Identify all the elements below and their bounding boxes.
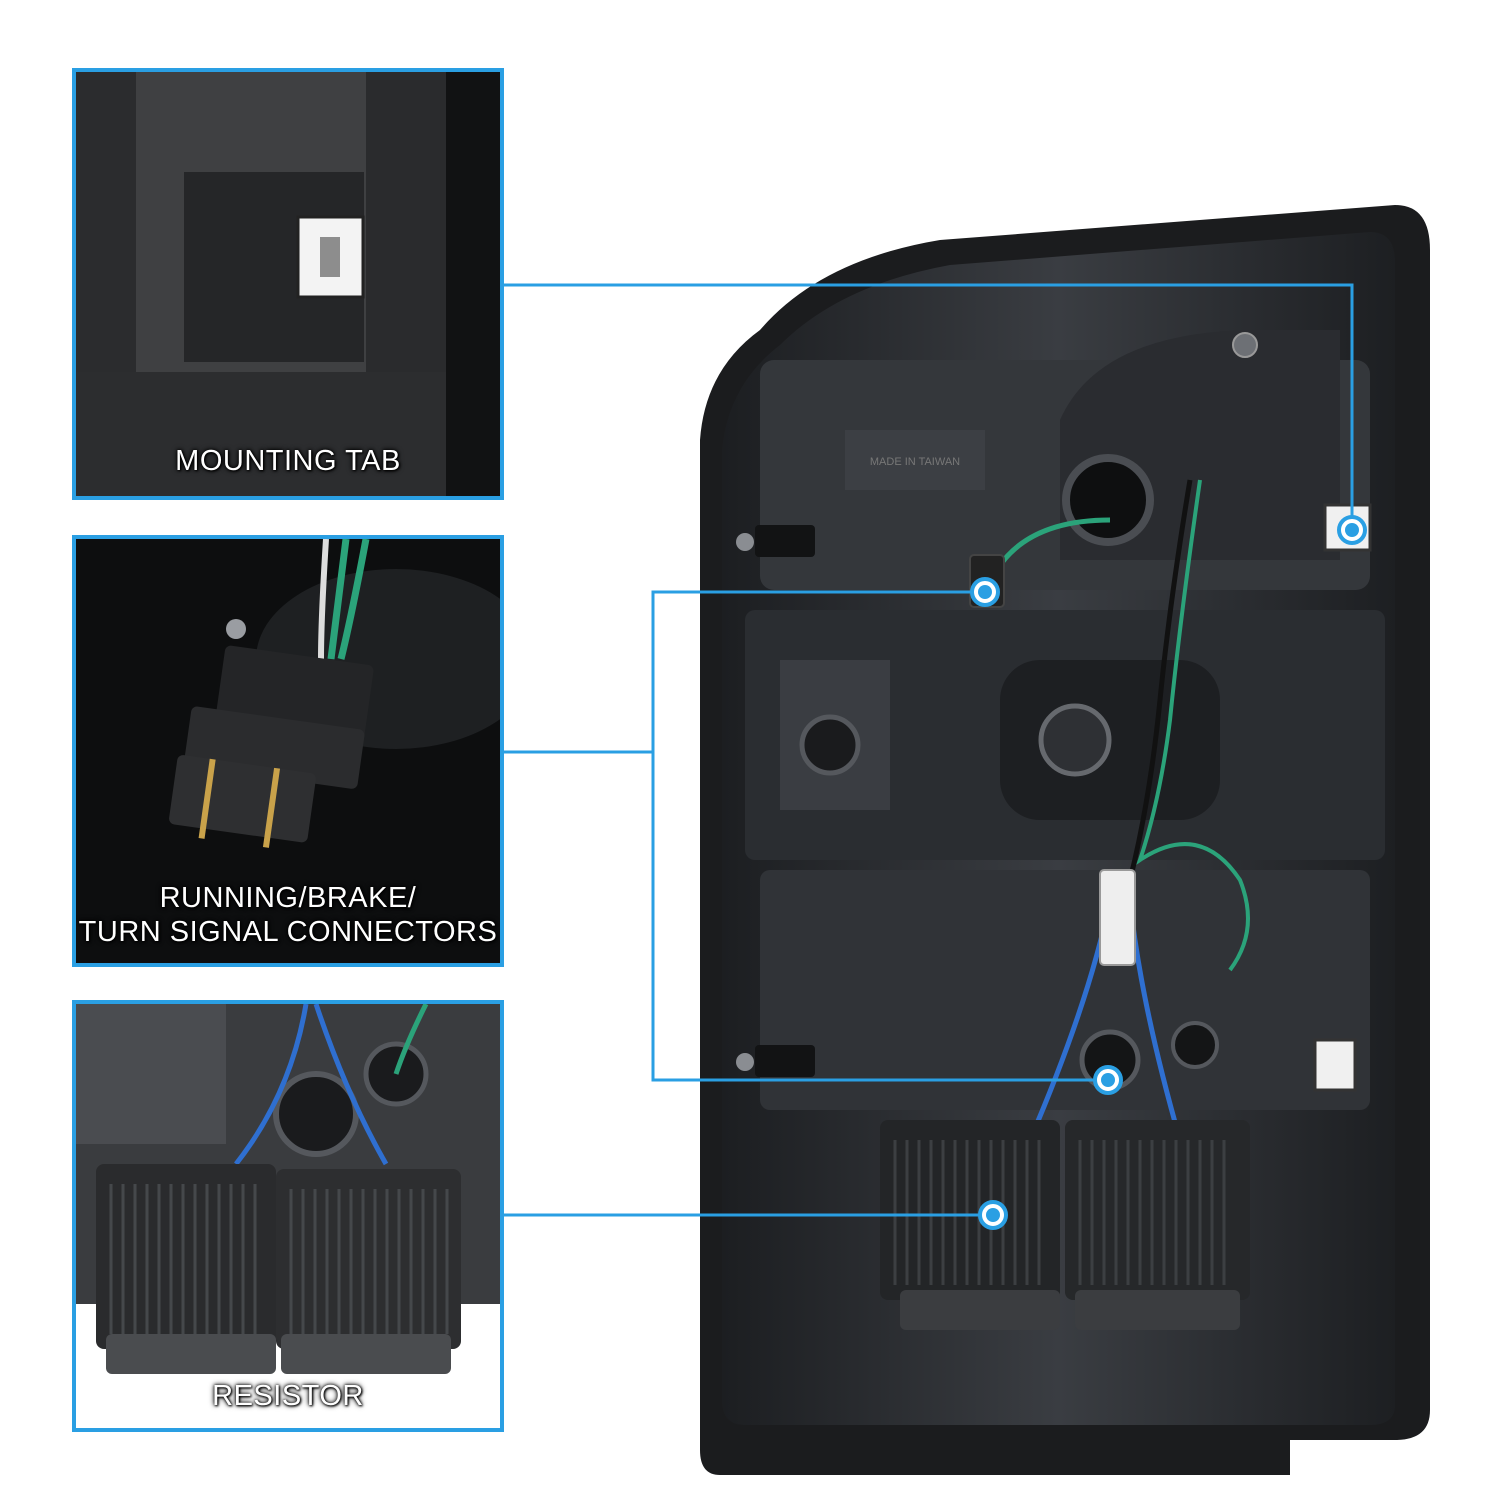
wire-connector-white bbox=[1099, 869, 1136, 966]
mounting-tab-closeup bbox=[76, 72, 500, 496]
marker-connector-lower bbox=[1093, 1065, 1123, 1095]
bolt-left-top bbox=[736, 533, 754, 551]
callout-connectors: RUNNING/BRAKE/ TURN SIGNAL CONNECTORS bbox=[72, 535, 504, 967]
middle-socket-right bbox=[1038, 703, 1112, 777]
wire-green-long bbox=[1136, 479, 1250, 972]
resistor-right bbox=[276, 1169, 461, 1374]
mounting-stud-left-top bbox=[755, 525, 815, 557]
mounting-tab-label: MOUNTING TAB bbox=[175, 445, 401, 477]
middle-socket-left bbox=[799, 714, 861, 776]
connectors-label-line2: TURN SIGNAL CONNECTORS bbox=[78, 916, 498, 948]
marker-connector-upper bbox=[970, 577, 1000, 607]
marker-mounting-tab bbox=[1337, 515, 1367, 545]
connectors-label-line1: RUNNING/BRAKE/ bbox=[159, 882, 417, 914]
mounting-tab-bottom bbox=[1313, 1038, 1357, 1092]
bolt-left-bottom bbox=[736, 1053, 754, 1071]
callout-resistor: RESISTOR bbox=[72, 1000, 504, 1432]
resistor-label: RESISTOR bbox=[212, 1380, 364, 1412]
lower-socket-right bbox=[1171, 1021, 1219, 1069]
connector-plug bbox=[169, 645, 374, 848]
connector-closeup bbox=[76, 539, 500, 963]
origin-plate bbox=[845, 430, 985, 490]
screw-upper-right bbox=[1232, 332, 1258, 358]
leader-connector-bracket bbox=[651, 590, 1108, 1082]
wire-black-upper bbox=[1127, 479, 1193, 881]
resistor-closeup bbox=[76, 1004, 500, 1428]
resistor-block-right bbox=[1065, 1120, 1250, 1330]
callout-mounting-tab: MOUNTING TAB bbox=[72, 68, 504, 500]
leader-mounting-tab bbox=[504, 283, 1354, 530]
origin-text: MADE IN TAIWAN bbox=[870, 456, 960, 468]
mounting-stud-left-bottom bbox=[755, 1045, 815, 1077]
marker-resistor bbox=[978, 1200, 1008, 1230]
